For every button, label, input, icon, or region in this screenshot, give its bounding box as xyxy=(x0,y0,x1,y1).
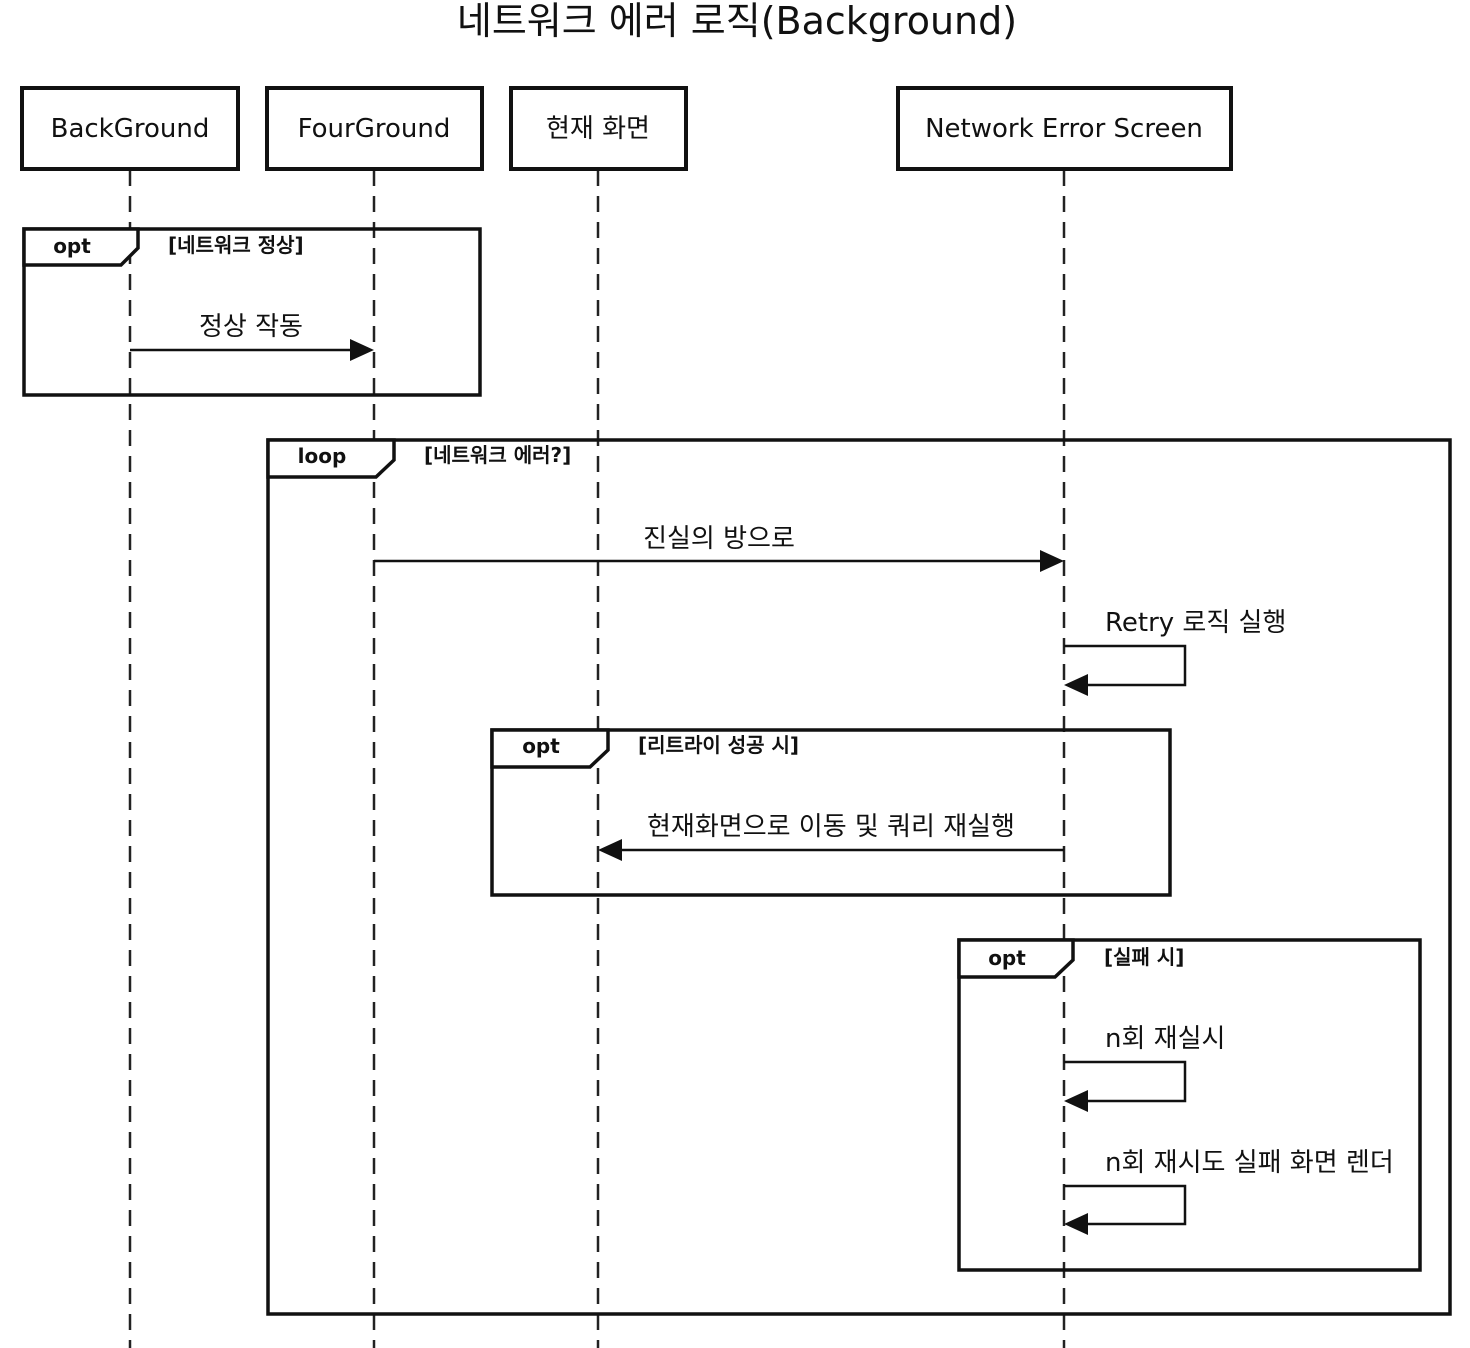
actor-label: FourGround xyxy=(298,114,451,144)
message-n-retries-self: n회 재실시 xyxy=(1064,1024,1225,1112)
message-retry-logic-self: Retry 로직 실행 xyxy=(1064,608,1286,696)
message-label: 진실의 방으로 xyxy=(643,524,795,554)
actor-background: BackGround xyxy=(20,86,240,171)
actor-current-screen: 현재 화면 xyxy=(509,86,688,171)
actor-fourground: FourGround xyxy=(265,86,484,171)
message-to-error-room: 진실의 방으로 xyxy=(374,524,1064,572)
message-label: Retry 로직 실행 xyxy=(1105,608,1286,638)
actor-label: Network Error Screen xyxy=(925,114,1203,144)
message-label: 정상 작동 xyxy=(199,312,303,342)
fragment-opt-retry-success: opt [리트라이 성공 시] xyxy=(490,728,1172,897)
message-label: n회 재시도 실패 화면 렌더 xyxy=(1105,1148,1394,1178)
fragment-guard: [리트라이 성공 시] xyxy=(638,733,799,757)
fragment-kind: opt xyxy=(522,734,560,758)
diagram-title: 네트워크 에러 로직(Background) xyxy=(457,0,1017,43)
fragment-opt-failure: opt [실패 시] xyxy=(957,938,1422,1272)
fragment-kind: opt xyxy=(988,946,1026,970)
message-return-to-current-screen: 현재화면으로 이동 및 쿼리 재실행 xyxy=(598,812,1064,861)
message-label: 현재화면으로 이동 및 쿼리 재실행 xyxy=(647,812,1015,842)
actor-label: BackGround xyxy=(51,114,210,144)
message-label: n회 재실시 xyxy=(1105,1024,1225,1054)
fragment-loop-network-error: loop [네트워크 에러?] xyxy=(266,438,1452,1316)
fragment-guard: [실패 시] xyxy=(1104,945,1184,969)
actor-label: 현재 화면 xyxy=(546,114,650,144)
fragment-guard: [네트워크 에러?] xyxy=(424,443,571,467)
fragment-guard: [네트워크 정상] xyxy=(168,233,304,257)
fragment-kind: loop xyxy=(298,444,347,468)
fragment-kind: opt xyxy=(53,234,91,258)
actor-network-error-screen: Network Error Screen xyxy=(896,86,1233,171)
message-render-failure-screen-self: n회 재시도 실패 화면 렌더 xyxy=(1064,1148,1394,1235)
message-normal-operation: 정상 작동 xyxy=(130,312,374,361)
fragment-opt-network-ok: opt [네트워크 정상] xyxy=(22,227,482,397)
